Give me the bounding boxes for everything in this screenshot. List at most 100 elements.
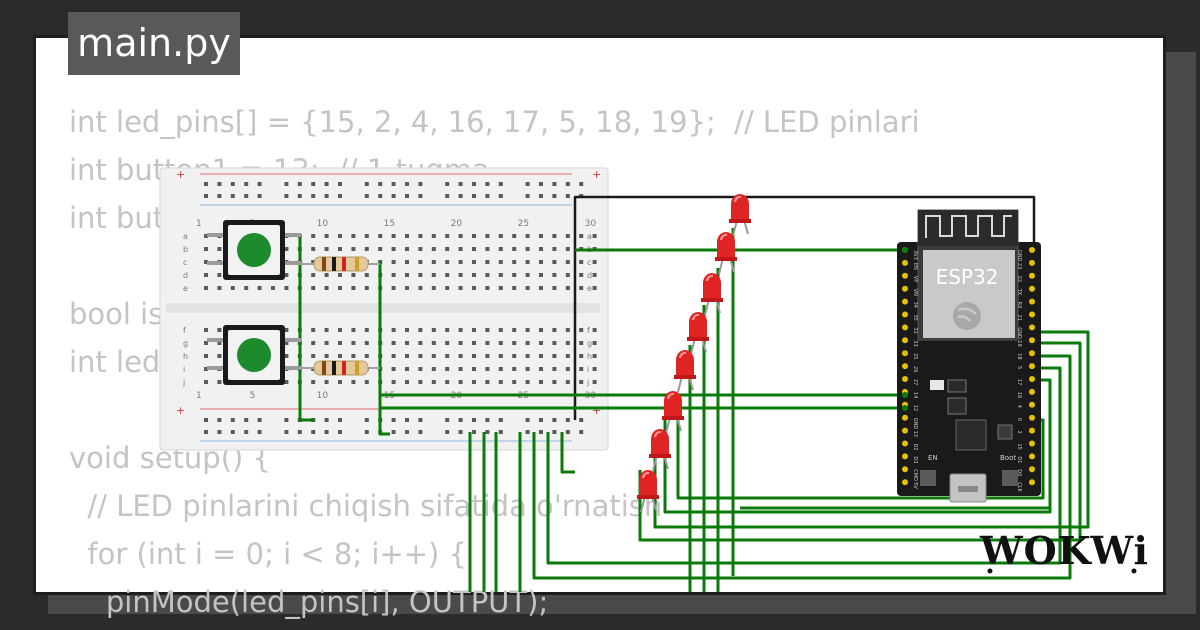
row-letter: e [183,284,188,293]
led-3[interactable] [701,273,723,316]
esp32-pin-right[interactable] [1029,259,1035,266]
esp32-pin-right[interactable] [1029,247,1035,253]
esp32-pin-left[interactable] [902,376,908,382]
esp32-pin-label: 15 [1016,444,1022,450]
esp32-pin-left[interactable] [902,337,908,344]
wires [298,195,1090,592]
esp32-pin-right[interactable] [1029,414,1035,421]
esp32-pin-right[interactable] [1029,363,1035,370]
row-letter: f [183,326,186,335]
wire-led-5[interactable] [532,354,1072,580]
led-2[interactable] [715,232,737,275]
esp32-pin-left[interactable] [902,311,908,318]
esp32-pin-left[interactable] [902,272,908,279]
esp32-pin-left[interactable] [902,453,908,460]
led-6[interactable] [662,391,684,434]
esp32-pin-left[interactable] [902,440,908,447]
esp32-pin-right[interactable] [1029,427,1035,434]
esp32-pin-left[interactable] [902,427,908,434]
esp32-pin-left[interactable] [902,285,908,292]
wire-led-8[interactable] [638,341,1082,542]
esp32-pin-left[interactable] [902,350,908,357]
esp32-pin-label: 13 [912,431,918,437]
esp32-pin-right[interactable] [1029,311,1035,318]
rail-plus-label: + [176,404,185,417]
esp32-pin-label: 5V [912,482,918,489]
column-number: 10 [317,391,329,401]
row-letter: e [587,284,592,293]
resistor-1[interactable] [300,256,380,272]
esp32-pin-label: 5 [1016,366,1022,369]
esp32-pin-label: 17 [1016,379,1022,385]
wire-led-6[interactable] [546,366,1062,565]
esp32-pin-label: EN [912,263,918,270]
row-letter: c [183,258,187,267]
esp32-pin-left[interactable] [902,298,908,305]
boot-button[interactable] [1002,470,1018,486]
code-line: for (int i = 0; i < 8; i++) { [69,537,467,571]
esp32-pin-right[interactable] [1029,298,1035,305]
esp32-pin-label: 33 [912,340,918,346]
esp32-pin-right[interactable] [1029,285,1035,292]
esp32-pin-right[interactable] [1029,337,1035,344]
rail-plus-label: + [176,168,185,181]
wire-led-7[interactable] [560,432,575,474]
en-button[interactable] [920,470,936,486]
esp32-pin-right[interactable] [1029,376,1035,382]
rail-plus-label: + [592,404,601,417]
esp32-pin-label: 2 [1016,431,1022,434]
esp32-pin-label: GND [1016,250,1022,262]
esp32-pin-right[interactable] [1029,324,1035,331]
esp32-pin-left[interactable] [902,259,908,266]
boot-label: Boot [1000,454,1016,462]
row-letter: a [587,232,592,241]
row-letter: i [587,365,589,374]
esp32-pin-label: 35 [912,315,918,321]
row-letter: c [587,258,591,267]
row-letter: d [183,271,188,280]
row-letter: j [182,378,185,387]
esp32-pin-right[interactable] [1029,453,1035,460]
esp32-pin-label: CMD [912,469,918,481]
esp32-pin-label: 4 [1016,405,1022,408]
esp32-pin-right[interactable] [1029,388,1035,395]
esp32-pin-right[interactable] [1029,479,1035,486]
esp32-pin-right[interactable] [1029,350,1035,357]
esp32-board[interactable]: ESP32 EN Boot 3V3ENVPVN34353233252627141… [897,209,1041,503]
esp32-pin-label: 34 [912,302,918,308]
esp32-pin-label: D2 [912,444,918,451]
esp32-pin-right[interactable] [1029,272,1035,279]
push-button-2[interactable] [207,325,301,385]
led-1[interactable] [729,194,751,237]
led-7[interactable] [649,429,671,472]
esp32-pin-left[interactable] [902,324,908,331]
esp32-pin-right[interactable] [1029,401,1035,408]
esp32-pin-label: 23 [1016,263,1022,269]
file-tab[interactable]: main.py [68,12,240,75]
push-button-1[interactable] [207,220,301,280]
column-number: 5 [250,391,256,401]
led-8[interactable] [637,470,659,513]
led-5[interactable] [674,350,696,393]
esp32-pin-right[interactable] [1029,466,1035,473]
wire-res-rail[interactable] [378,368,390,436]
row-letter: h [183,352,188,361]
wire-led-10[interactable] [663,378,1052,514]
row-letter: j [586,378,589,387]
esp32-pin-left[interactable] [902,479,908,486]
esp32-pin-left[interactable] [902,363,908,370]
esp32-pin-label: D1 [1016,456,1022,463]
esp32-pin-left[interactable] [902,466,908,473]
ground-wire[interactable] [573,195,1036,420]
led-4[interactable] [687,312,709,355]
code-line: pinMode(led_pins[i], OUTPUT); [69,585,549,619]
esp32-pin-label: 26 [912,366,918,372]
row-letter: f [587,326,590,335]
esp32-pin-label: D0 [1016,469,1022,476]
esp32-pin-right[interactable] [1029,440,1035,447]
wokwi-logo: WOKWi [979,528,1148,574]
resistor-2[interactable] [300,360,380,376]
esp32-pin-label: VN [912,289,918,296]
esp32-pin-left[interactable] [902,414,908,421]
